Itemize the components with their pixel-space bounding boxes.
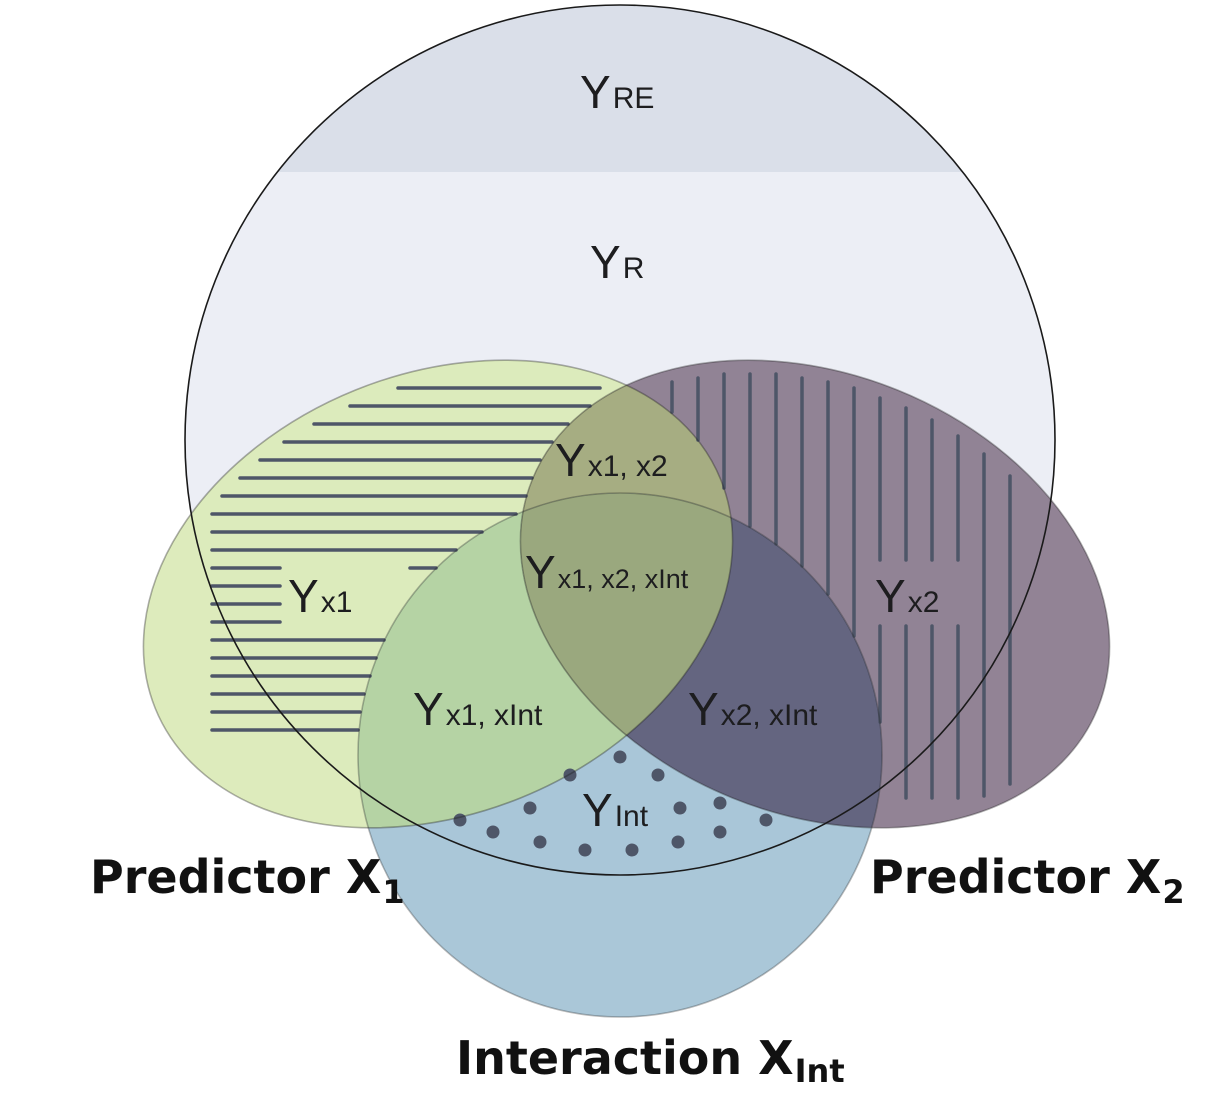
label-y-x1: Yx1 (288, 570, 352, 622)
pattern-dot (673, 801, 687, 815)
interaction-dot-pattern (453, 750, 773, 857)
label-y-x1-x2-xint: Yx1, x2, xInt (525, 546, 689, 598)
label-y-int: YInt (582, 784, 649, 836)
response-outline (184, 4, 1056, 876)
label-y-x2: Yx2 (875, 570, 939, 622)
pattern-dot (759, 813, 773, 827)
label-y-x2-xint: Yx2, xInt (688, 683, 818, 735)
label-y-x1-x2: Yx1, x2 (555, 434, 668, 486)
pattern-dot (486, 825, 500, 839)
interaction-outline (357, 492, 883, 1018)
label-y-x1-xint: Yx1, xInt (413, 683, 543, 735)
pattern-dot (533, 835, 547, 849)
diagram-outlines (142, 4, 1111, 1018)
pattern-dot (671, 835, 685, 849)
pattern-dot (651, 768, 665, 782)
pattern-dot (613, 750, 627, 764)
x1-outline (142, 359, 734, 829)
caption-predictor-x1: Predictor X1 (90, 850, 405, 911)
label-y-r: YR (590, 236, 644, 288)
pattern-dot (563, 768, 577, 782)
pattern-dot (578, 843, 592, 857)
pattern-dot (453, 813, 467, 827)
overlap-x1-int (358, 493, 733, 828)
caption-interaction: Interaction XInt (456, 1031, 845, 1090)
x2-outline (519, 359, 1111, 829)
pattern-dot (523, 801, 537, 815)
x1-horizontal-hatching (210, 386, 602, 732)
caption-predictor-x2: Predictor X2 (870, 850, 1185, 911)
label-y-re: YRE (580, 66, 654, 118)
pattern-dot (625, 843, 639, 857)
pattern-dot (713, 796, 727, 810)
pattern-dot (713, 825, 727, 839)
x2-vertical-hatching (670, 372, 1012, 800)
overlap-x2-int (520, 493, 882, 828)
